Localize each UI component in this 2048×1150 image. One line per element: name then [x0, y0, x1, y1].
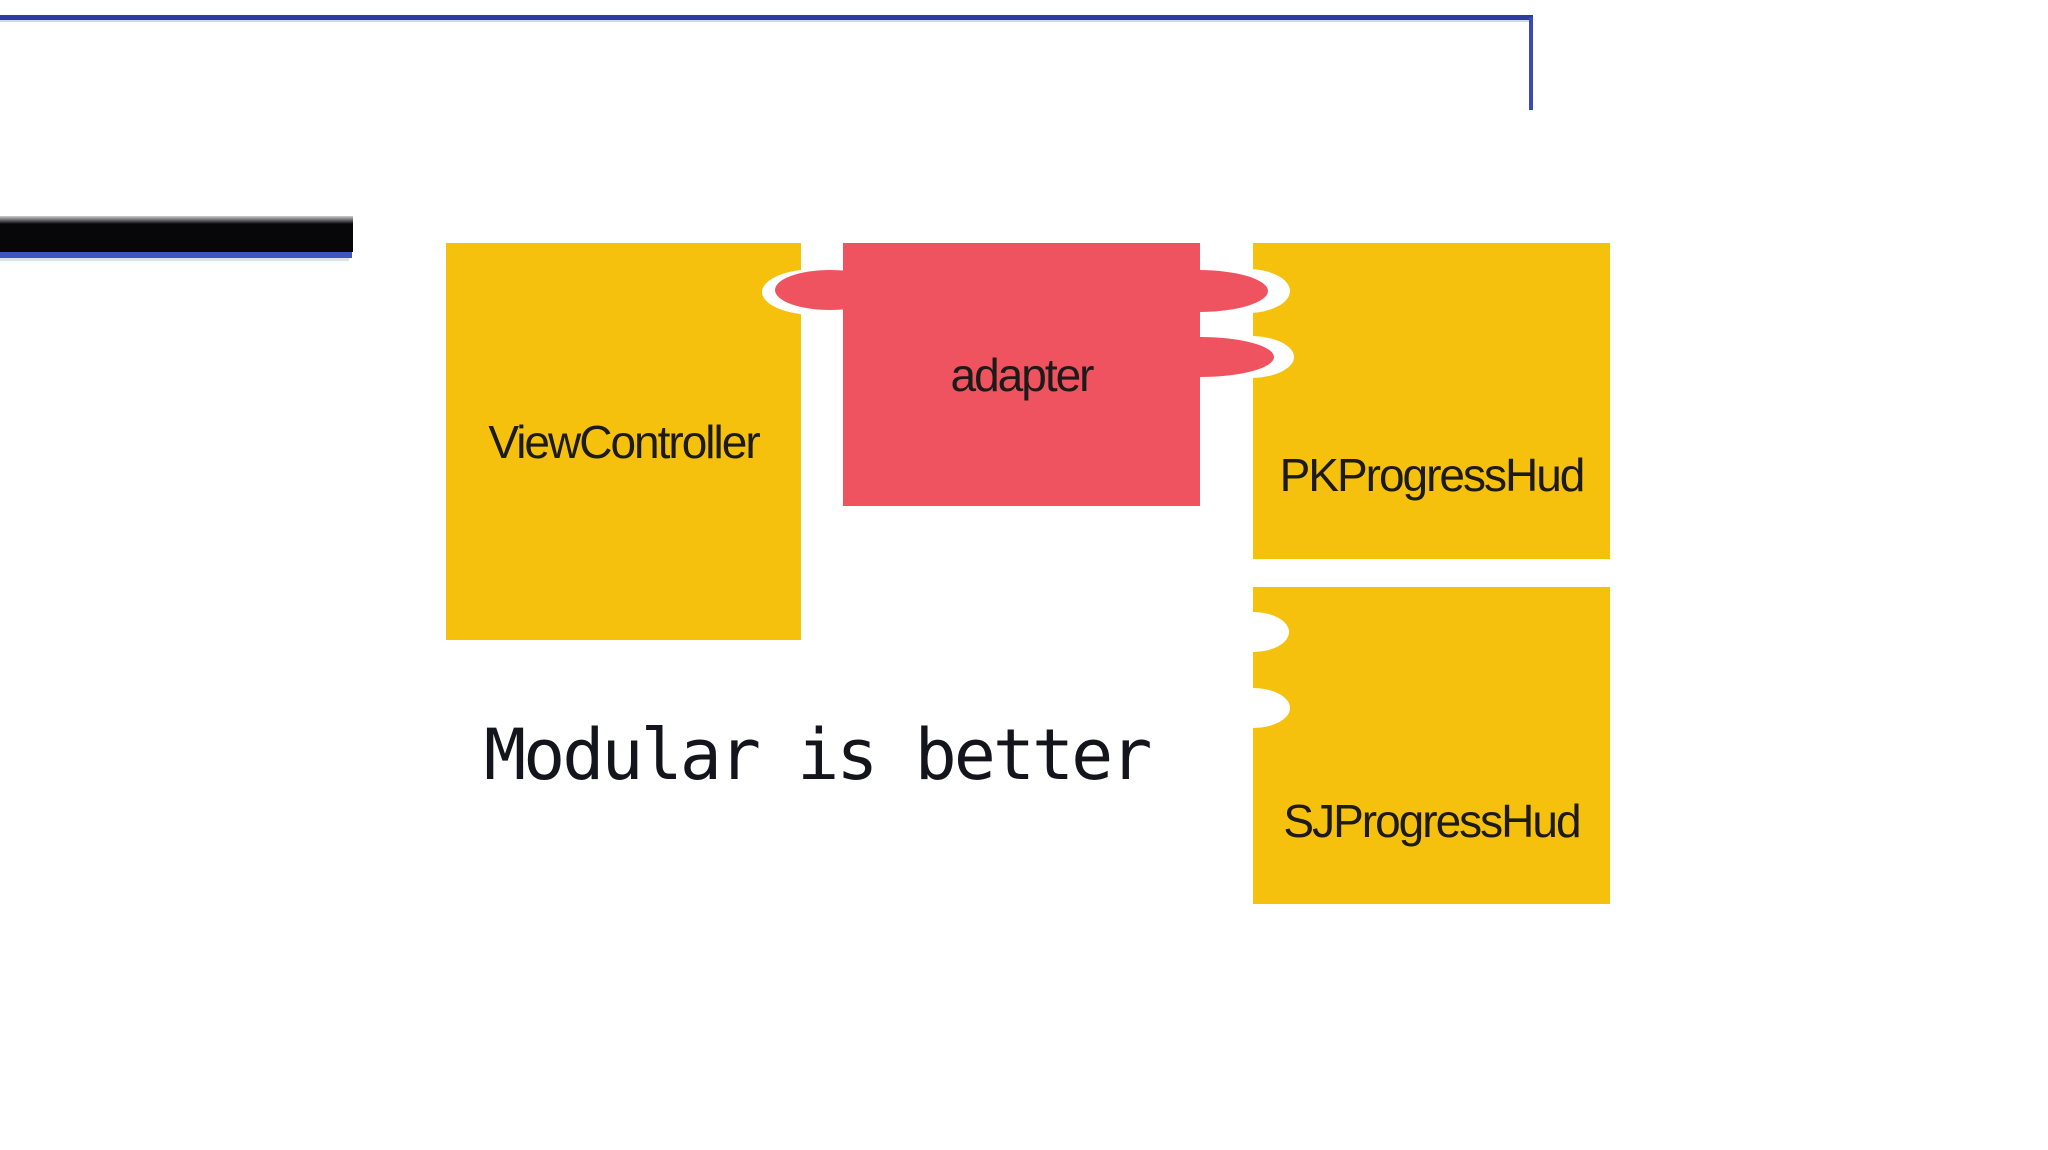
top-rule-vertical [1529, 17, 1533, 110]
slide-caption: Modular is better [484, 714, 1152, 796]
piece-sjprogresshud-shape [1253, 587, 1610, 904]
adapter-tab-right-top [1128, 270, 1268, 312]
piece-pkprogresshud-shape [1253, 243, 1610, 559]
progress-bar-shadow-line [0, 258, 349, 261]
piece-viewcontroller-shape [446, 243, 801, 640]
adapter-tab-right-bottom [1126, 337, 1274, 377]
piece-pkprogresshud-label: PKProgressHud [1279, 449, 1586, 501]
notch-sjprogresshud-left-bottom [1216, 688, 1290, 728]
notch-sjprogresshud-left-top [1217, 612, 1289, 652]
top-rule-horizontal-soft-edge [0, 20, 1533, 22]
piece-adapter-label: adapter [950, 348, 1094, 401]
progress-bar-top-fade [0, 216, 353, 224]
top-rule-horizontal [0, 15, 1533, 20]
piece-viewcontroller-label: ViewController [488, 415, 760, 468]
progress-bar-blue-underline [0, 252, 352, 258]
adapter-tab-left [775, 270, 885, 310]
piece-sjprogresshud-label: SJProgressHud [1283, 795, 1581, 847]
